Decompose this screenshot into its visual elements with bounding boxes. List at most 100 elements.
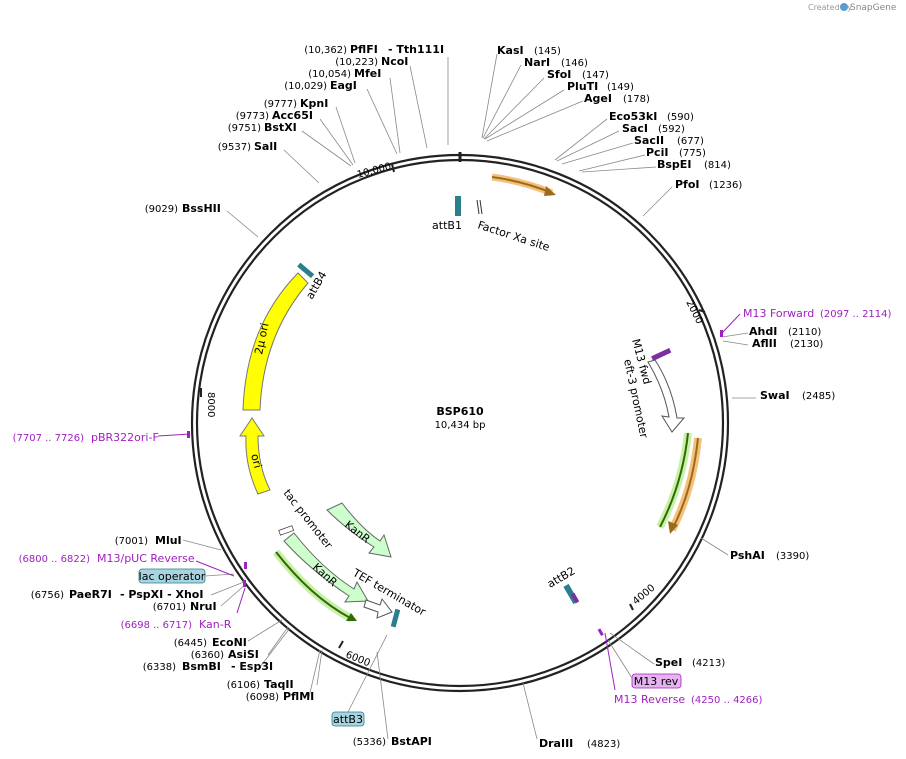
tef-terminator-feature[interactable] — [363, 597, 393, 619]
primer-M13-Forward[interactable]: M13 Forward — [743, 307, 814, 320]
site-pos-SpeI: (4213) — [692, 658, 725, 669]
tick-6000 — [338, 640, 344, 649]
attB3-feature[interactable] — [390, 608, 401, 628]
site-AhdI[interactable]: AhdI — [749, 325, 777, 338]
site-SacI[interactable]: SacI — [622, 122, 648, 135]
site-BssHII[interactable]: BssHII — [182, 202, 221, 215]
site-DraIII[interactable]: DraIII — [539, 737, 573, 750]
site-pos-PflMI: (6098) — [246, 692, 279, 703]
site-pos-AhdI: (2110) — [788, 327, 821, 338]
ori-feature[interactable] — [239, 417, 271, 495]
site-SwaI[interactable]: SwaI — [760, 389, 790, 402]
site-leader-lines — [182, 53, 756, 740]
primer-leader-M13-Reverse — [604, 632, 616, 691]
orange-cds-right-arrow — [668, 521, 678, 534]
site-PciI[interactable]: PciI — [646, 146, 668, 159]
site-Tth111I[interactable]: - Tth111I — [388, 43, 444, 56]
site-KasI[interactable]: KasI — [497, 44, 524, 57]
site-PflFI[interactable]: PflFI — [350, 43, 378, 56]
primer-M13-Reverse[interactable]: M13 Reverse — [614, 693, 685, 706]
site-KpnI[interactable]: KpnI — [300, 97, 328, 110]
tick-4000 — [629, 603, 634, 611]
site-NcoI[interactable]: NcoI — [381, 55, 408, 68]
site-MfeI[interactable]: MfeI — [354, 67, 381, 80]
tac-promoter-feature[interactable] — [278, 525, 295, 536]
attB2-primer-mark — [570, 592, 580, 604]
site-pos-NcoI: (10,223) — [335, 57, 378, 68]
site-pos-SacII: (677) — [677, 136, 704, 147]
site-BspEI[interactable]: BspEI — [657, 158, 691, 171]
tick-2000 — [698, 309, 706, 313]
plasmid-name: BSP610 — [436, 405, 484, 418]
tick-label-2000: 2000 — [683, 298, 704, 326]
attB3-label: attB3 — [333, 713, 363, 726]
green-cds-right[interactable] — [659, 432, 689, 528]
site-pos-MfeI: (10,054) — [308, 69, 351, 80]
green-cds-lower-arrow — [346, 613, 357, 621]
m13rev-box[interactable] — [631, 673, 682, 689]
site-BstAPI[interactable]: BstAPI — [391, 735, 432, 748]
site-PaeR7I[interactable]: PaeR7I — [69, 588, 112, 601]
orange-cds-right[interactable] — [671, 437, 699, 531]
site-pos-Acc65I: (9773) — [236, 111, 269, 122]
eft3-promoter-feature[interactable] — [647, 359, 686, 433]
primer-leader-M13-Forward — [721, 313, 741, 334]
site-pos-NarI: (146) — [561, 58, 588, 69]
site-AflII[interactable]: AflII — [752, 337, 777, 350]
green-cds-lower[interactable] — [275, 551, 353, 620]
kanR-feature-lower[interactable] — [283, 532, 369, 603]
site-PfoI[interactable]: PfoI — [675, 178, 700, 191]
snapgene-logo-icon — [840, 3, 848, 11]
primer-range-Kan-R: (6698 .. 6717) — [121, 620, 193, 631]
site-Eco53kI[interactable]: Eco53kI — [609, 110, 657, 123]
site-AsiSI[interactable]: AsiSI — [228, 648, 259, 661]
site-pos-BstXI: (9751) — [228, 123, 261, 134]
credit-text: Created by — [808, 3, 852, 12]
site-PflMI[interactable]: PflMI — [283, 690, 314, 703]
site-Esp3I[interactable]: - Esp3I — [231, 660, 273, 673]
site-PluTI[interactable]: PluTI — [567, 80, 598, 93]
primer-leader-Kan-R — [236, 587, 246, 614]
site-MluI[interactable]: MluI — [155, 534, 182, 547]
kanR-feature-upper[interactable] — [326, 502, 392, 558]
site-NarI[interactable]: NarI — [524, 56, 550, 69]
attB4-feature[interactable] — [297, 262, 315, 279]
site-pos-NruI: (6701) — [153, 602, 186, 613]
site-AgeI[interactable]: AgeI — [584, 92, 612, 105]
site-BsmBI[interactable]: BsmBI — [182, 660, 221, 673]
primer-range-M13-Forward: (2097 .. 2114) — [820, 309, 892, 320]
two-micron-label: 2μ ori — [252, 322, 271, 356]
site-SacII[interactable]: SacII — [634, 134, 664, 147]
site-PspXI-XhoI[interactable]: - PspXI - XhoI — [120, 588, 203, 601]
primer-leader-pBR322ori-F — [157, 433, 191, 437]
site-EagI[interactable]: EagI — [330, 79, 357, 92]
primer-pBR322ori-F[interactable]: pBR322ori-F — [91, 431, 159, 444]
site-pos-BspEI: (814) — [704, 160, 731, 171]
site-pos-PfoI: (1236) — [709, 180, 742, 191]
primer-Kan-R[interactable]: Kan-R — [199, 618, 232, 631]
m13rev-label: M13 rev — [634, 675, 679, 688]
m13-fwd-feature[interactable] — [651, 347, 672, 361]
site-NruI[interactable]: NruI — [190, 600, 217, 613]
site-SpeI[interactable]: SpeI — [655, 656, 682, 669]
site-BstXI[interactable]: BstXI — [264, 121, 297, 134]
site-TaqII[interactable]: TaqII — [264, 678, 294, 691]
site-pos-EcoNI: (6445) — [174, 638, 207, 649]
site-Acc65I[interactable]: Acc65I — [272, 109, 313, 122]
site-pos-KasI: (145) — [534, 46, 561, 57]
ori-label: ori — [248, 452, 264, 469]
site-pos-KpnI: (9777) — [264, 99, 297, 110]
tick-label-4000: 4000 — [631, 583, 658, 608]
site-PshAI[interactable]: PshAI — [730, 549, 765, 562]
factor-xa-label: Factor Xa site — [476, 218, 551, 254]
site-EcoNI[interactable]: EcoNI — [212, 636, 247, 649]
primer-M13-pUC-Reverse[interactable]: M13/pUC Reverse — [97, 552, 195, 565]
site-pos-PshAI: (3390) — [776, 551, 809, 562]
site-pos-BstAPI: (5336) — [353, 737, 386, 748]
site-SalI[interactable]: SalI — [254, 140, 277, 153]
tick-10000 — [391, 163, 395, 173]
site-pos-BsmBI: (6338) — [143, 662, 176, 673]
site-SfoI[interactable]: SfoI — [547, 68, 571, 81]
two-micron-ori-feature[interactable] — [242, 272, 309, 411]
attB1-feature[interactable] — [455, 196, 461, 216]
